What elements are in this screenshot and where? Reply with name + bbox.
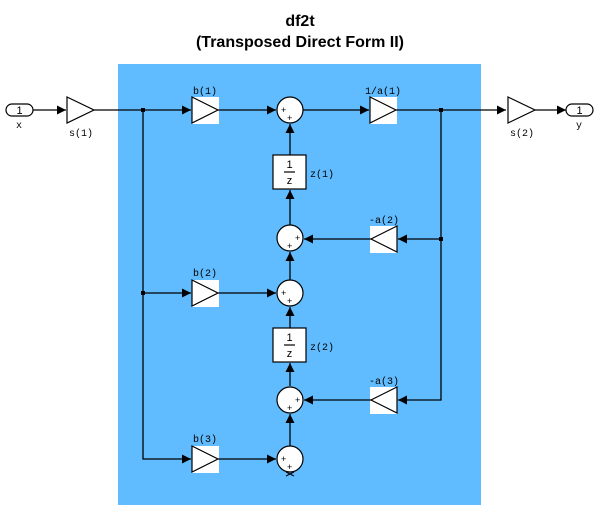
diagram-title-line2: (Transposed Direct Form II) [196, 34, 404, 51]
junction-dot [439, 237, 443, 241]
gain-b1[interactable] [191, 96, 220, 124]
inport-name: x [16, 121, 22, 132]
diagram-title-line1: df2t [285, 13, 315, 30]
sum-block-2[interactable]: + + [276, 224, 304, 252]
junction-dot [439, 108, 443, 112]
delay-z1-label: z(1) [310, 169, 334, 181]
sum4-plus-bottom: + [287, 403, 292, 413]
gain-neg-a3[interactable] [369, 386, 398, 414]
junction-dot [141, 108, 145, 112]
sum-block-5[interactable]: + + [276, 445, 304, 473]
gain-b3[interactable] [191, 445, 220, 473]
delay-z2-denominator: z [287, 348, 293, 360]
gain-neg-a3-label: -a(3) [369, 376, 399, 388]
outport-name: y [576, 121, 582, 132]
sum2-plus-bottom: + [287, 241, 292, 251]
outport-y[interactable]: 1 [565, 103, 594, 117]
sum3-plus-bottom: + [287, 296, 292, 306]
gain-b2[interactable] [191, 279, 220, 307]
sum-block-4[interactable]: + + [276, 386, 304, 414]
delay-z2-label: z(2) [310, 342, 334, 354]
gain-b2-label: b(2) [193, 268, 217, 280]
inport-number: 1 [16, 105, 22, 117]
gain-b3-label: b(3) [193, 434, 217, 446]
wire-bus-to-b3 [142, 110, 191, 464]
gain-s2[interactable] [507, 96, 537, 124]
sum1-plus-bottom: + [287, 113, 292, 123]
gain-neg-a2-label: -a(2) [369, 215, 399, 227]
gain-s1[interactable] [66, 96, 96, 124]
gain-b1-label: b(1) [193, 86, 217, 98]
delay-z2-numerator: 1 [286, 332, 292, 344]
unconnected-port-x-icon [285, 471, 295, 477]
sum1-plus-left: + [281, 105, 286, 115]
inport-x[interactable]: 1 [5, 103, 34, 117]
sum4-plus-right: + [295, 395, 300, 405]
sum-block-1[interactable]: + + [276, 96, 304, 124]
gain-neg-a2[interactable] [369, 225, 398, 253]
sum5-plus-left: + [281, 454, 286, 464]
gain-s2-label: s(2) [510, 128, 534, 140]
sum2-plus-right: + [295, 233, 300, 243]
delay-z1-denominator: z [287, 175, 293, 187]
wire-bus-to-a3 [398, 110, 442, 405]
junction-dot [141, 291, 145, 295]
gain-s1-label: s(1) [69, 128, 93, 140]
delay-z2[interactable]: 1 z [272, 327, 307, 363]
sum5-plus-bottom: + [287, 462, 292, 472]
gain-inv-a1[interactable] [369, 96, 398, 124]
gain-inv-a1-label: 1/a(1) [365, 86, 401, 98]
sum3-plus-left: + [281, 288, 286, 298]
sum-block-3[interactable]: + + [276, 279, 304, 307]
outport-number: 1 [576, 105, 582, 117]
delay-z1[interactable]: 1 z [272, 154, 307, 190]
delay-z1-numerator: 1 [286, 159, 292, 171]
